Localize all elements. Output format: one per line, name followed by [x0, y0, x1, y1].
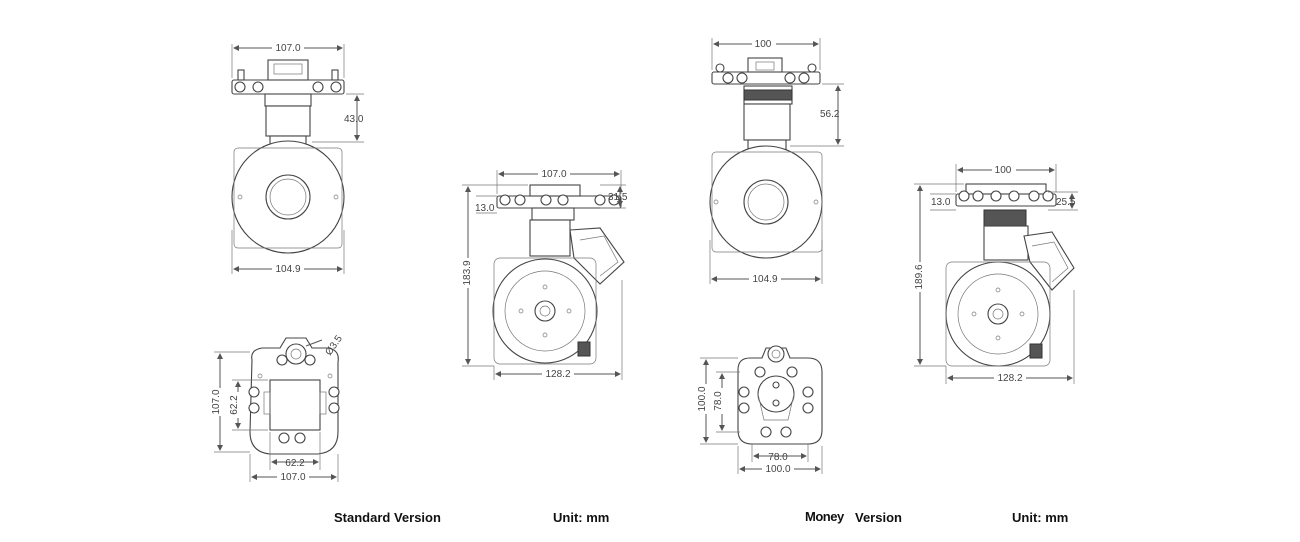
money-front-view: 100 56.2 104.9 [709, 38, 844, 285]
std-bottom-hole: Ø3.5 [323, 333, 345, 357]
money-side-plate-height: 25.5 [1056, 197, 1076, 208]
money-side-body-width: 128.2 [997, 373, 1022, 384]
standard-bottom-view: Ø3.5 107.0 62.2 62.2 107.0 [210, 333, 345, 483]
std-front-body-width: 104.9 [275, 264, 300, 275]
money-unit-caption: Unit: mm [1012, 510, 1069, 525]
money-side-plate-width: 100 [995, 165, 1012, 176]
money-front-height: 56.2 [820, 109, 840, 120]
std-bottom-inner-height: 62.2 [229, 395, 240, 415]
money-bottom-outer-height: 100.0 [697, 386, 708, 411]
std-side-body-width: 128.2 [545, 369, 570, 380]
standard-side-view: 107.0 31.5 13.0 183.9 128.2 [460, 168, 628, 380]
standard-unit-caption: Unit: mm [553, 510, 610, 525]
std-side-plate-offset: 13.0 [475, 203, 495, 214]
std-side-plate-height: 31.5 [608, 192, 628, 203]
money-front-body-width: 104.9 [752, 274, 777, 285]
std-front-plate-width: 107.0 [275, 43, 300, 54]
money-side-plate-offset: 13.0 [931, 197, 951, 208]
money-version-caption: Version [855, 510, 902, 525]
money-side-view: 100 25.5 13.0 189.6 128.2 [912, 164, 1078, 384]
money-bottom-outer-width: 100.0 [765, 464, 790, 475]
money-bottom-view: 100.0 78.0 78.0 100.0 [696, 345, 823, 475]
money-word-caption: Money [805, 509, 844, 524]
std-front-height: 43.0 [344, 114, 364, 125]
std-bottom-outer-width: 107.0 [280, 472, 305, 483]
standard-front-view: 107.0 43.0 104.9 [231, 42, 364, 275]
std-side-plate-width: 107.0 [541, 169, 566, 180]
std-bottom-outer-height: 107.0 [211, 389, 222, 414]
std-side-total-height: 183.9 [462, 260, 473, 285]
money-bottom-inner-width: 78.0 [768, 452, 788, 463]
money-side-total-height: 189.6 [914, 264, 925, 289]
std-bottom-inner-width: 62.2 [285, 458, 305, 469]
money-bottom-inner-height: 78.0 [713, 391, 724, 411]
money-front-plate-width: 100 [755, 39, 772, 50]
standard-version-caption: Standard Version [334, 510, 441, 525]
